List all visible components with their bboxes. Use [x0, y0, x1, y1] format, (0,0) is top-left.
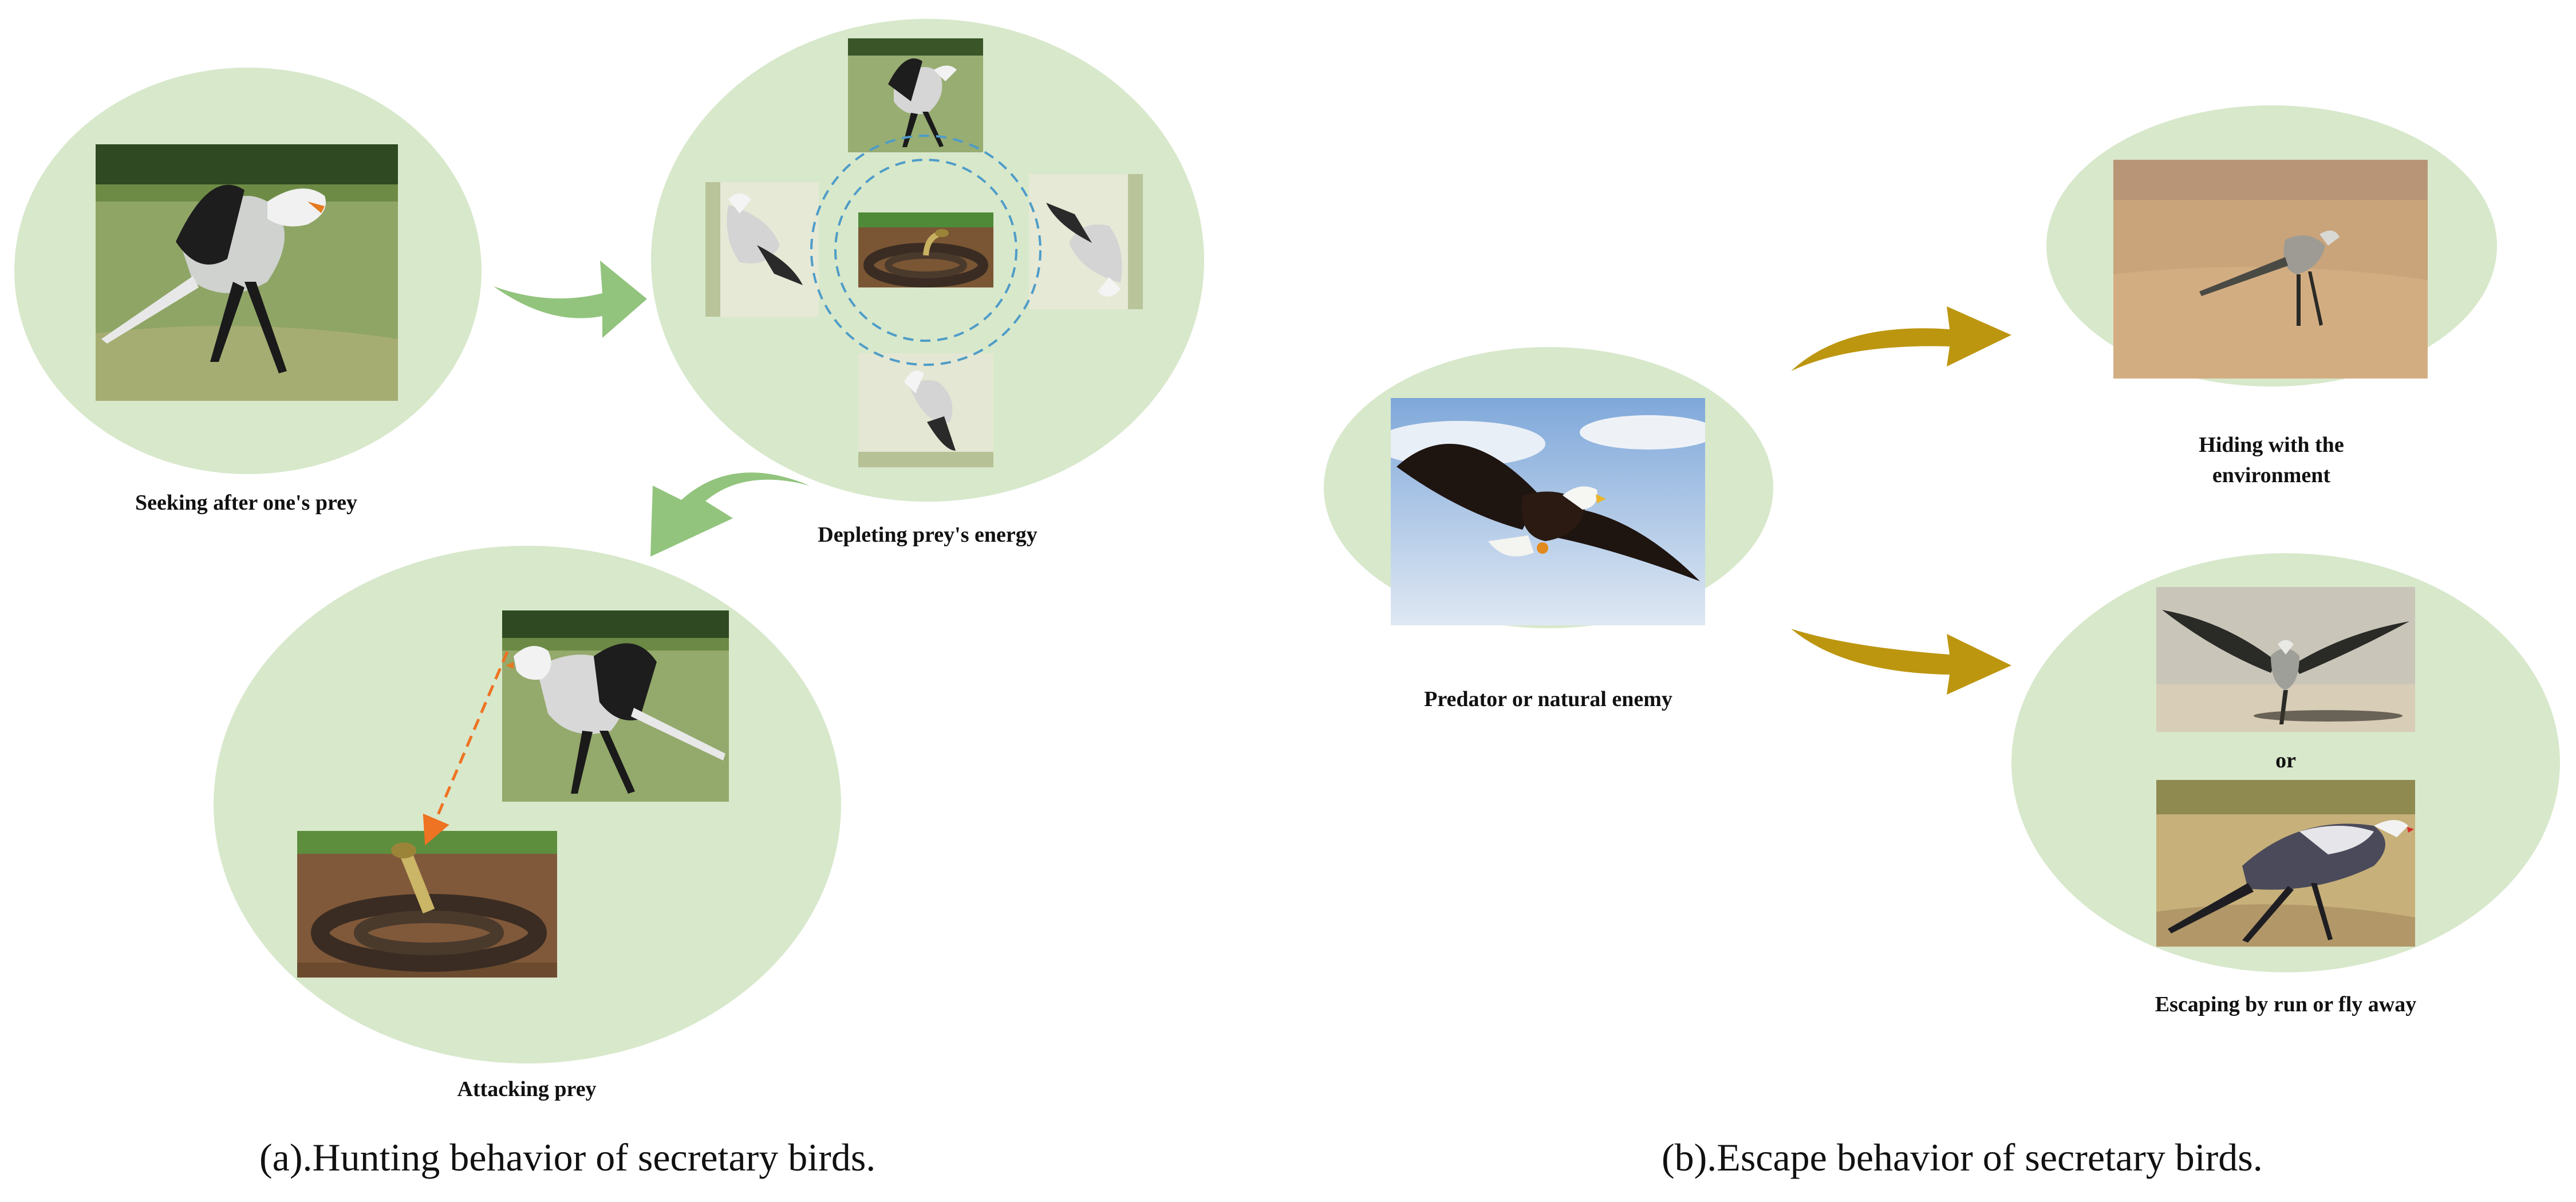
arrow-to-escaping: [1791, 629, 2011, 695]
caption-hunting: (a).Hunting behavior of secretary birds.: [259, 1136, 876, 1179]
label-or: or: [2275, 748, 2296, 773]
dry-grass-photo: [2113, 160, 2428, 379]
secretary-bird-photo: [96, 144, 398, 401]
bald-eagle-photo: [1391, 398, 1705, 625]
snake-photo: [858, 212, 993, 287]
secretary-bird-photo: [858, 353, 993, 467]
arrow-seek-to-deplete: [494, 261, 647, 338]
label-seeking-prey: Seeking after one's prey: [135, 491, 358, 515]
secretary-bird-photo: [1029, 174, 1143, 309]
secretary-bird-photo: [848, 38, 983, 152]
secretary-bird-photo: [502, 610, 729, 802]
snake-photo: [297, 831, 557, 978]
secretary-bird-photo: [2156, 780, 2415, 947]
caption-escape: (b).Escape behavior of secretary birds.: [1662, 1136, 2263, 1179]
secretary-bird-photo: [705, 182, 819, 317]
label-attacking-prey: Attacking prey: [457, 1077, 597, 1101]
secretary-bird-photo: [2156, 587, 2415, 732]
label-hiding-line1: Hiding with the: [2199, 433, 2344, 457]
label-predator: Predator or natural enemy: [1424, 687, 1672, 711]
arrow-to-hiding: [1791, 306, 2011, 371]
label-escaping: Escaping by run or fly away: [2155, 992, 2417, 1016]
label-hiding-line2: environment: [2212, 463, 2331, 487]
label-depleting-energy: Depleting prey's energy: [818, 523, 1037, 547]
